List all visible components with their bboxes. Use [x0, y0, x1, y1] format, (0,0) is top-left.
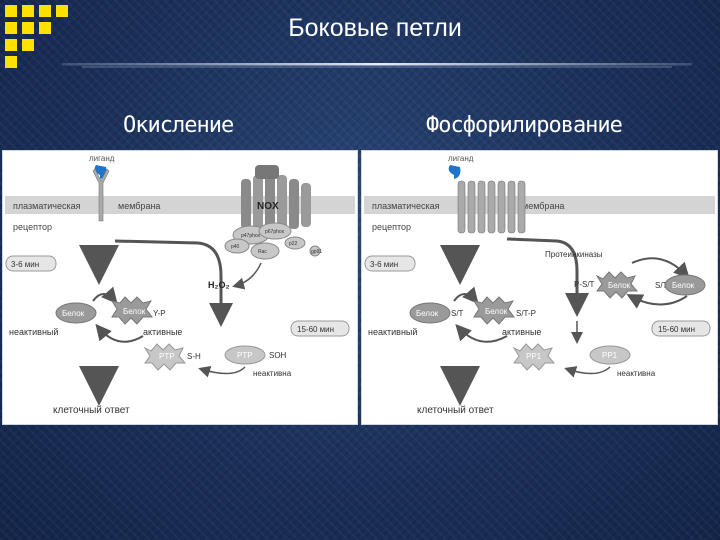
protein-inactive: [55, 302, 97, 324]
signal-to-ptp-arrow: [114, 239, 233, 327]
oxidation-diagram: плазматическая мембрана лиганд рецептор …: [2, 150, 358, 425]
inactive-pl-label: неактивна: [617, 369, 656, 378]
membrane-label-left: плазматическая: [372, 201, 440, 211]
ptp-regeneration-arc: [198, 365, 246, 378]
sh-label: S-H: [187, 352, 201, 361]
cell-response-label: клеточный ответ: [53, 405, 130, 416]
time-slow-label: 15-60 мин: [658, 325, 695, 334]
receptor-label: рецептор: [372, 222, 411, 232]
soh-label: SOH: [269, 351, 287, 360]
receptor-shape: [92, 168, 110, 222]
protein-active-label: Белок: [123, 307, 146, 316]
kinase-deactivation-arc: [626, 294, 688, 309]
h2o2-label: H₂O₂: [208, 280, 230, 290]
kinase-active-star: [595, 271, 639, 299]
active-label: активные: [143, 327, 182, 337]
time-fast-label: 3-6 мин: [370, 260, 398, 269]
time-slow-badge: [290, 320, 350, 337]
activation-arc: [453, 286, 479, 305]
ligand-label: лиганд: [448, 154, 474, 163]
plasma-membrane: [364, 196, 715, 214]
pp1-active-star: [512, 343, 556, 371]
time-fast-badge: [5, 255, 57, 272]
pp1-inactive-label: PP1: [602, 351, 618, 360]
deactivation-arc: [455, 324, 508, 343]
receptor-label: рецептор: [13, 222, 52, 232]
pp1-active-label: PP1: [526, 352, 542, 361]
inactive-label: неактивный: [9, 327, 58, 337]
pp1-regeneration-arc: [564, 366, 611, 378]
kinase-active-label: Белок: [608, 281, 631, 290]
deactivation-arc: [95, 323, 144, 343]
active-label: активные: [502, 327, 541, 337]
subunit-p47: p47phox: [241, 233, 261, 239]
signal-to-pp1-arrow: [506, 237, 589, 317]
membrane-label-left: плазматическая: [13, 201, 81, 211]
time-fast-badge: [364, 255, 416, 272]
ligand-shape: [448, 165, 461, 179]
ptp-active-label: PTP: [159, 352, 175, 361]
pst-label: P-S/T: [574, 280, 595, 289]
protein-inactive: [409, 302, 451, 324]
oxidation-diagram-svg: плазматическая мембрана лиганд рецептор …: [5, 154, 355, 416]
time-fast-label: 3-6 мин: [11, 260, 39, 269]
protein-inactive-label: Белок: [62, 309, 85, 318]
membrane-label-right: мембрана: [522, 201, 564, 211]
protein-active-star: [110, 296, 153, 325]
subtitle-oxidation: Окисление: [123, 113, 234, 138]
st-p-label: S/T-P: [516, 309, 536, 318]
pp1-inactive: [589, 345, 631, 365]
subunit-gp91: gp91: [311, 249, 322, 255]
nox-to-h2o2-arrow: [232, 262, 262, 290]
ptp-inactive: [224, 345, 266, 365]
phosphorylation-diagram-svg: плазматическая мембрана лиганд рецептор …: [364, 154, 715, 416]
protein-inactive-label: Белок: [416, 309, 439, 318]
nox-label: NOX: [257, 201, 279, 212]
st-label: S/T: [655, 281, 668, 290]
protein-active-star: [472, 296, 515, 325]
nox-complex: NOX p47phox p67phox p40 Rac p22 gp91: [224, 165, 322, 260]
time-slow-label: 15-60 мин: [297, 325, 334, 334]
yp-label: Y-P: [153, 309, 166, 318]
inactive-pl-label: неактивна: [253, 369, 292, 378]
slide-title: Боковые петли: [288, 14, 462, 42]
kinase-inactive: [664, 274, 706, 296]
subtitle-phosphorylation: Фосфорилирование: [426, 113, 623, 138]
kinase-inactive-label: Белок: [672, 281, 695, 290]
time-slow-badge: [651, 320, 711, 337]
subunit-rac: Rac: [258, 249, 267, 255]
gpcr-receptor: [457, 180, 526, 234]
ligand-label: лиганд: [89, 154, 115, 163]
logo-squares: [5, 5, 69, 69]
protein-active-label: Белок: [485, 307, 508, 316]
phosphorylation-diagram: плазматическая мембрана лиганд рецептор …: [361, 150, 718, 425]
st2-label: S/T: [451, 309, 464, 318]
subunit-p67: p67phox: [265, 229, 285, 235]
ptp-active-star: [143, 343, 187, 371]
activation-arc: [92, 286, 118, 305]
kinases-label: Протеинкиназы: [545, 250, 603, 259]
subunit-p40: p40: [231, 244, 240, 250]
inactive-label: неактивный: [368, 327, 417, 337]
title-underline: [62, 63, 692, 68]
kinase-activation-arc: [631, 257, 690, 279]
cell-response-label: клеточный ответ: [417, 405, 494, 416]
ptp-inactive-label: PTP: [237, 351, 253, 360]
subunit-p22: p22: [289, 241, 298, 247]
membrane-label-right: мембрана: [118, 201, 160, 211]
